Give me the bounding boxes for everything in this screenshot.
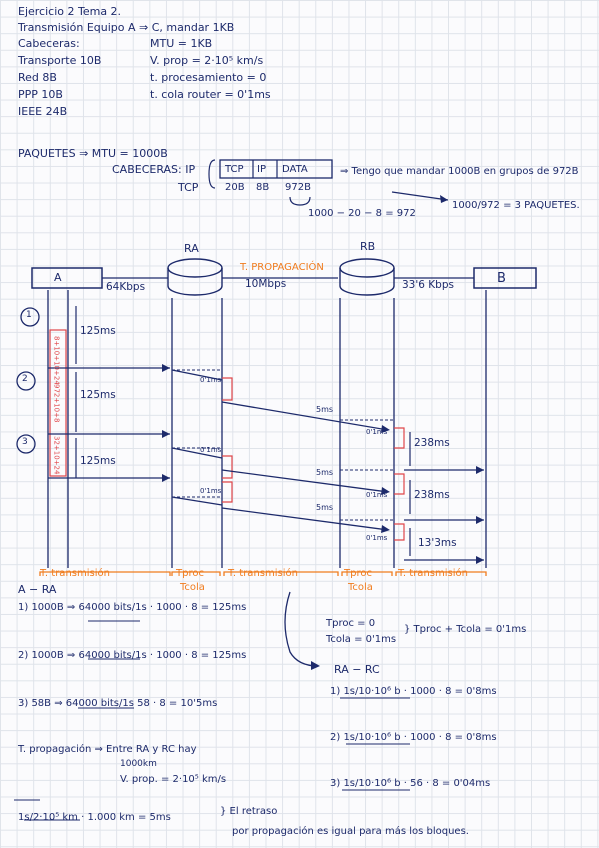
router-ra-top — [167, 258, 223, 278]
step-circle-1 — [20, 307, 40, 327]
node-rb-label: RB — [360, 240, 376, 253]
table-header-data: DATA — [282, 164, 308, 175]
packets-label: PAQUETES ⇒ MTU = 1000B — [18, 147, 168, 160]
exercise-title: Ejercicio 2 Tema 2. — [18, 5, 122, 18]
prop-note-2: por propagación es igual para más los bl… — [232, 826, 469, 837]
ara-title: A − RA — [18, 583, 57, 596]
tsum-eq: } Tproc + Tcola = 0'1ms — [404, 624, 527, 635]
packets-cabeceras: CABECERAS: IP — [112, 163, 196, 176]
node-a-label: A — [54, 271, 62, 284]
prop-title: T. propagación ⇒ Entre RA y RC hay — [18, 744, 197, 755]
time-b-3: 13'3ms — [418, 537, 457, 549]
red-label-3: 32+10+24 — [52, 436, 61, 475]
time-b-2: 238ms — [414, 489, 450, 501]
step-3: 3 — [22, 437, 28, 447]
curved-arrow — [284, 591, 319, 667]
link-a-speed: 64Kbps — [106, 281, 146, 293]
rarc-calc-1: 1) 1s/10·10⁶ b · 1000 · 8 = 0'8ms — [330, 686, 497, 697]
packets-note: ⇒ Tengo que mandar 1000B en grupos de 97… — [340, 166, 579, 177]
prop-distance: 1000km — [120, 759, 157, 769]
step-1: 1 — [26, 310, 32, 320]
rarc-calc-3: 3) 1s/10·10⁶ b · 56 · 8 = 0'04ms — [330, 778, 491, 789]
step-circle-2 — [16, 371, 36, 391]
ara-calc-3: 3) 58B ⇒ 64000 bits/1s 58 · 8 = 10'5ms — [18, 698, 218, 709]
ara-calc-1: 1) 1000B ⇒ 64000 bits/1s · 1000 · 8 = 12… — [18, 602, 247, 613]
link-b-speed: 33'6 Kbps — [402, 279, 454, 291]
time-a-1: 125ms — [80, 325, 116, 337]
router-rb-top — [339, 258, 395, 278]
bottom-label-2: Tproc — [176, 568, 204, 579]
red-label-2: 972+10+8 — [52, 384, 61, 423]
small-01-e: 0'1ms — [366, 491, 388, 499]
red-label-1: 8+10+10+24 — [52, 336, 61, 385]
tproc-eq: Tproc = 0 — [326, 618, 376, 629]
packets-result: 1000/972 = 3 PAQUETES. — [452, 200, 580, 211]
tcola-value: t. cola router = 0'1ms — [150, 88, 271, 101]
small-01-f: 0'1ms — [366, 534, 388, 542]
router-rb-body — [339, 268, 395, 296]
bottom-label-5: Tproc — [344, 568, 372, 579]
rarc-title: RA − RC — [334, 663, 380, 676]
table-header-ip: IP — [257, 164, 266, 175]
tcola-eq: Tcola = 0'1ms — [326, 634, 397, 645]
time-a-2: 125ms — [80, 389, 116, 401]
step-2: 2 — [22, 374, 28, 384]
table-box — [219, 159, 333, 179]
vprop-value: V. prop = 2·10⁵ km/s — [150, 54, 264, 67]
bottom-label-3: Tcola — [180, 582, 205, 593]
brace — [208, 159, 216, 189]
node-b-label: B — [497, 271, 506, 286]
bottom-label-7: T. transmisión — [398, 568, 468, 579]
node-a-box — [31, 267, 103, 289]
header-ieee: IEEE 24B — [18, 105, 68, 118]
small-01-a: 0'1ms — [200, 376, 222, 384]
packets-calc: 1000 − 20 − 8 = 972 — [308, 208, 416, 219]
table-value-data: 972B — [285, 182, 311, 193]
header-red: Red 8B — [18, 71, 57, 84]
bottom-label-6: Tcola — [348, 582, 373, 593]
header-transport: Transporte 10B — [18, 54, 102, 67]
small-5ms-b: 5ms — [316, 468, 334, 477]
mtu-value: MTU = 1KB — [150, 37, 213, 50]
packets-tcp: TCP — [178, 181, 199, 194]
step-circle-3 — [16, 434, 36, 454]
bottom-label-4: T. transmisión — [228, 568, 298, 579]
node-ra-label: RA — [184, 242, 199, 255]
router-ra-body — [167, 268, 223, 296]
tproc-value: t. procesamiento = 0 — [150, 71, 267, 84]
node-b-box — [473, 267, 537, 289]
time-b-1: 238ms — [414, 437, 450, 449]
bottom-label-1: T. transmisión — [40, 568, 110, 579]
small-5ms-c: 5ms — [316, 503, 334, 512]
table-header-tcp: TCP — [225, 164, 244, 175]
table-value-ip: 8B — [256, 182, 270, 193]
propagation-title: T. PROPAGACIÓN — [240, 262, 324, 273]
underbrace — [289, 196, 311, 206]
prop-velocity: V. prop. = 2·10⁵ km/s — [120, 774, 227, 785]
header-ppp: PPP 10B — [18, 88, 63, 101]
prop-note-1: } El retraso — [220, 806, 278, 817]
ara-calc-2: 2) 1000B ⇒ 64000 bits/1s · 1000 · 8 = 12… — [18, 650, 247, 661]
small-01-c: 0'1ms — [200, 487, 222, 495]
headers-label: Cabeceras: — [18, 37, 80, 50]
small-5ms-a: 5ms — [316, 405, 334, 414]
table-value-tcp: 20B — [225, 182, 245, 193]
time-a-3: 125ms — [80, 455, 116, 467]
rarc-calc-2: 2) 1s/10·10⁶ b · 1000 · 8 = 0'8ms — [330, 732, 497, 743]
prop-calc: 1s/2·10⁵ km · 1.000 km = 5ms — [18, 812, 171, 823]
red-transmission-box — [49, 329, 67, 477]
small-01-d: 0'1ms — [366, 428, 388, 436]
link-mid-speed: 10Mbps — [245, 278, 287, 290]
exercise-subtitle: Transmisión Equipo A ⇒ C, mandar 1KB — [18, 21, 235, 34]
small-01-b: 0'1ms — [200, 446, 222, 454]
